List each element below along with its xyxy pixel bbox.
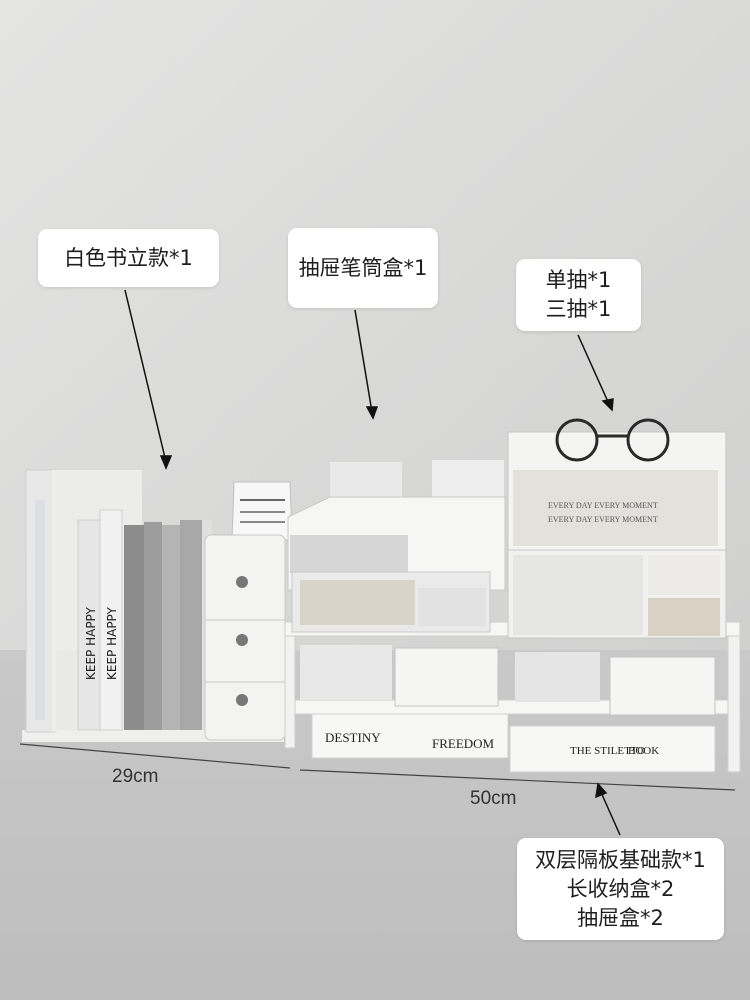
callout-book-stand-label: 白色书立款*1	[64, 245, 193, 270]
callout-base-set-line-2: 长收纳盒*2	[566, 876, 675, 901]
callout-base-set-line-1: 双层隔板基础款*1	[535, 847, 706, 872]
base-book-left-word-2: FREEDOM	[432, 736, 495, 751]
callout-book-stand: 白色书立款*1	[38, 229, 219, 287]
book-spine-2: KEEP HAPPY	[105, 606, 119, 680]
callout-drawers: 单抽*1 三抽*1	[516, 259, 641, 331]
base-book-left-word-1: DESTINY	[325, 730, 381, 745]
dimension-left: 29cm	[112, 766, 159, 787]
white-book-stand	[22, 469, 284, 742]
callout-base-set: 双层隔板基础款*1 长收纳盒*2 抽屉盒*2	[517, 838, 724, 940]
dimension-line-right	[299, 769, 736, 791]
callout-drawer-pen-box-label: 抽屉笔筒盒*1	[298, 255, 428, 280]
notebook-text-2: EVERY DAY EVERY MOMENT	[548, 515, 658, 524]
callout-arrows	[124, 289, 621, 836]
book-spine-1: KEEP HAPPY	[84, 606, 98, 680]
callout-drawers-line-1: 单抽*1	[545, 268, 612, 292]
callout-base-set-line-3: 抽屉盒*2	[577, 905, 664, 930]
drawer-pen-box	[287, 460, 506, 633]
dimension-line-left	[19, 743, 291, 769]
notebook-text-1: EVERY DAY EVERY MOMENT	[548, 501, 658, 510]
dimension-right: 50cm	[470, 788, 517, 809]
base-book-right-word-1: THE STILETTO	[570, 745, 645, 757]
three-drawer-tower	[204, 534, 286, 741]
base-book-right-word-2: BOOK	[628, 745, 659, 757]
desk-calendar	[231, 481, 293, 541]
drawer-cabinet: EVERY DAY EVERY MOMENT EVERY DAY EVERY M…	[507, 418, 727, 639]
callout-drawers-line-2: 三抽*1	[545, 297, 612, 321]
callout-drawer-pen-box: 抽屉笔筒盒*1	[288, 228, 438, 308]
